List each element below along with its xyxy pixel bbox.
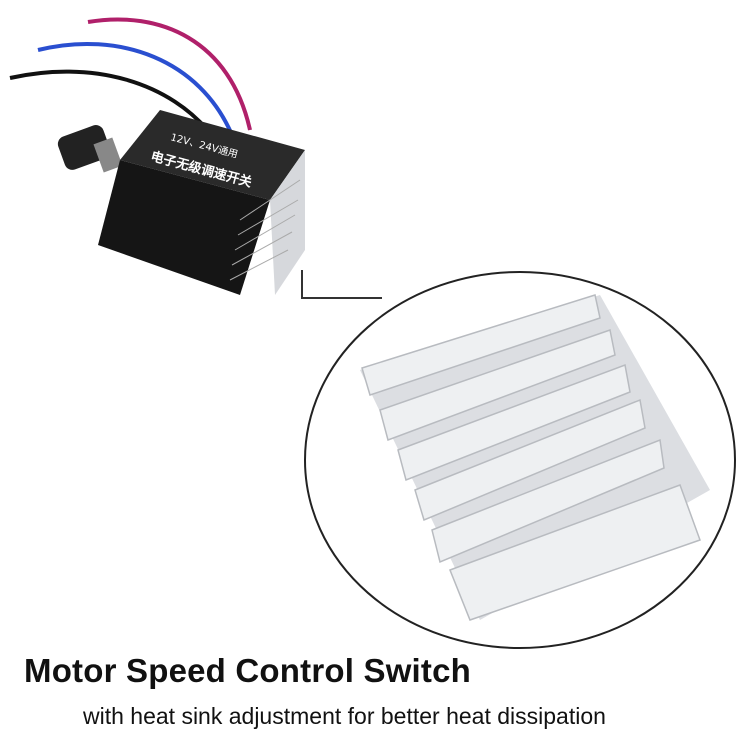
controller-housing: 12V、24V通用 电子无级调速开关 <box>98 110 305 295</box>
product-subtitle: with heat sink adjustment for better hea… <box>83 703 606 729</box>
small-heatsink <box>229 150 305 295</box>
speed-knob <box>57 125 123 173</box>
large-heatsink <box>360 294 710 621</box>
product-title: Motor Speed Control Switch <box>24 652 472 689</box>
product-photo: 12V、24V通用 电子无级调速开关 <box>9 17 736 649</box>
wires <box>9 17 252 140</box>
callout-line <box>301 270 382 299</box>
